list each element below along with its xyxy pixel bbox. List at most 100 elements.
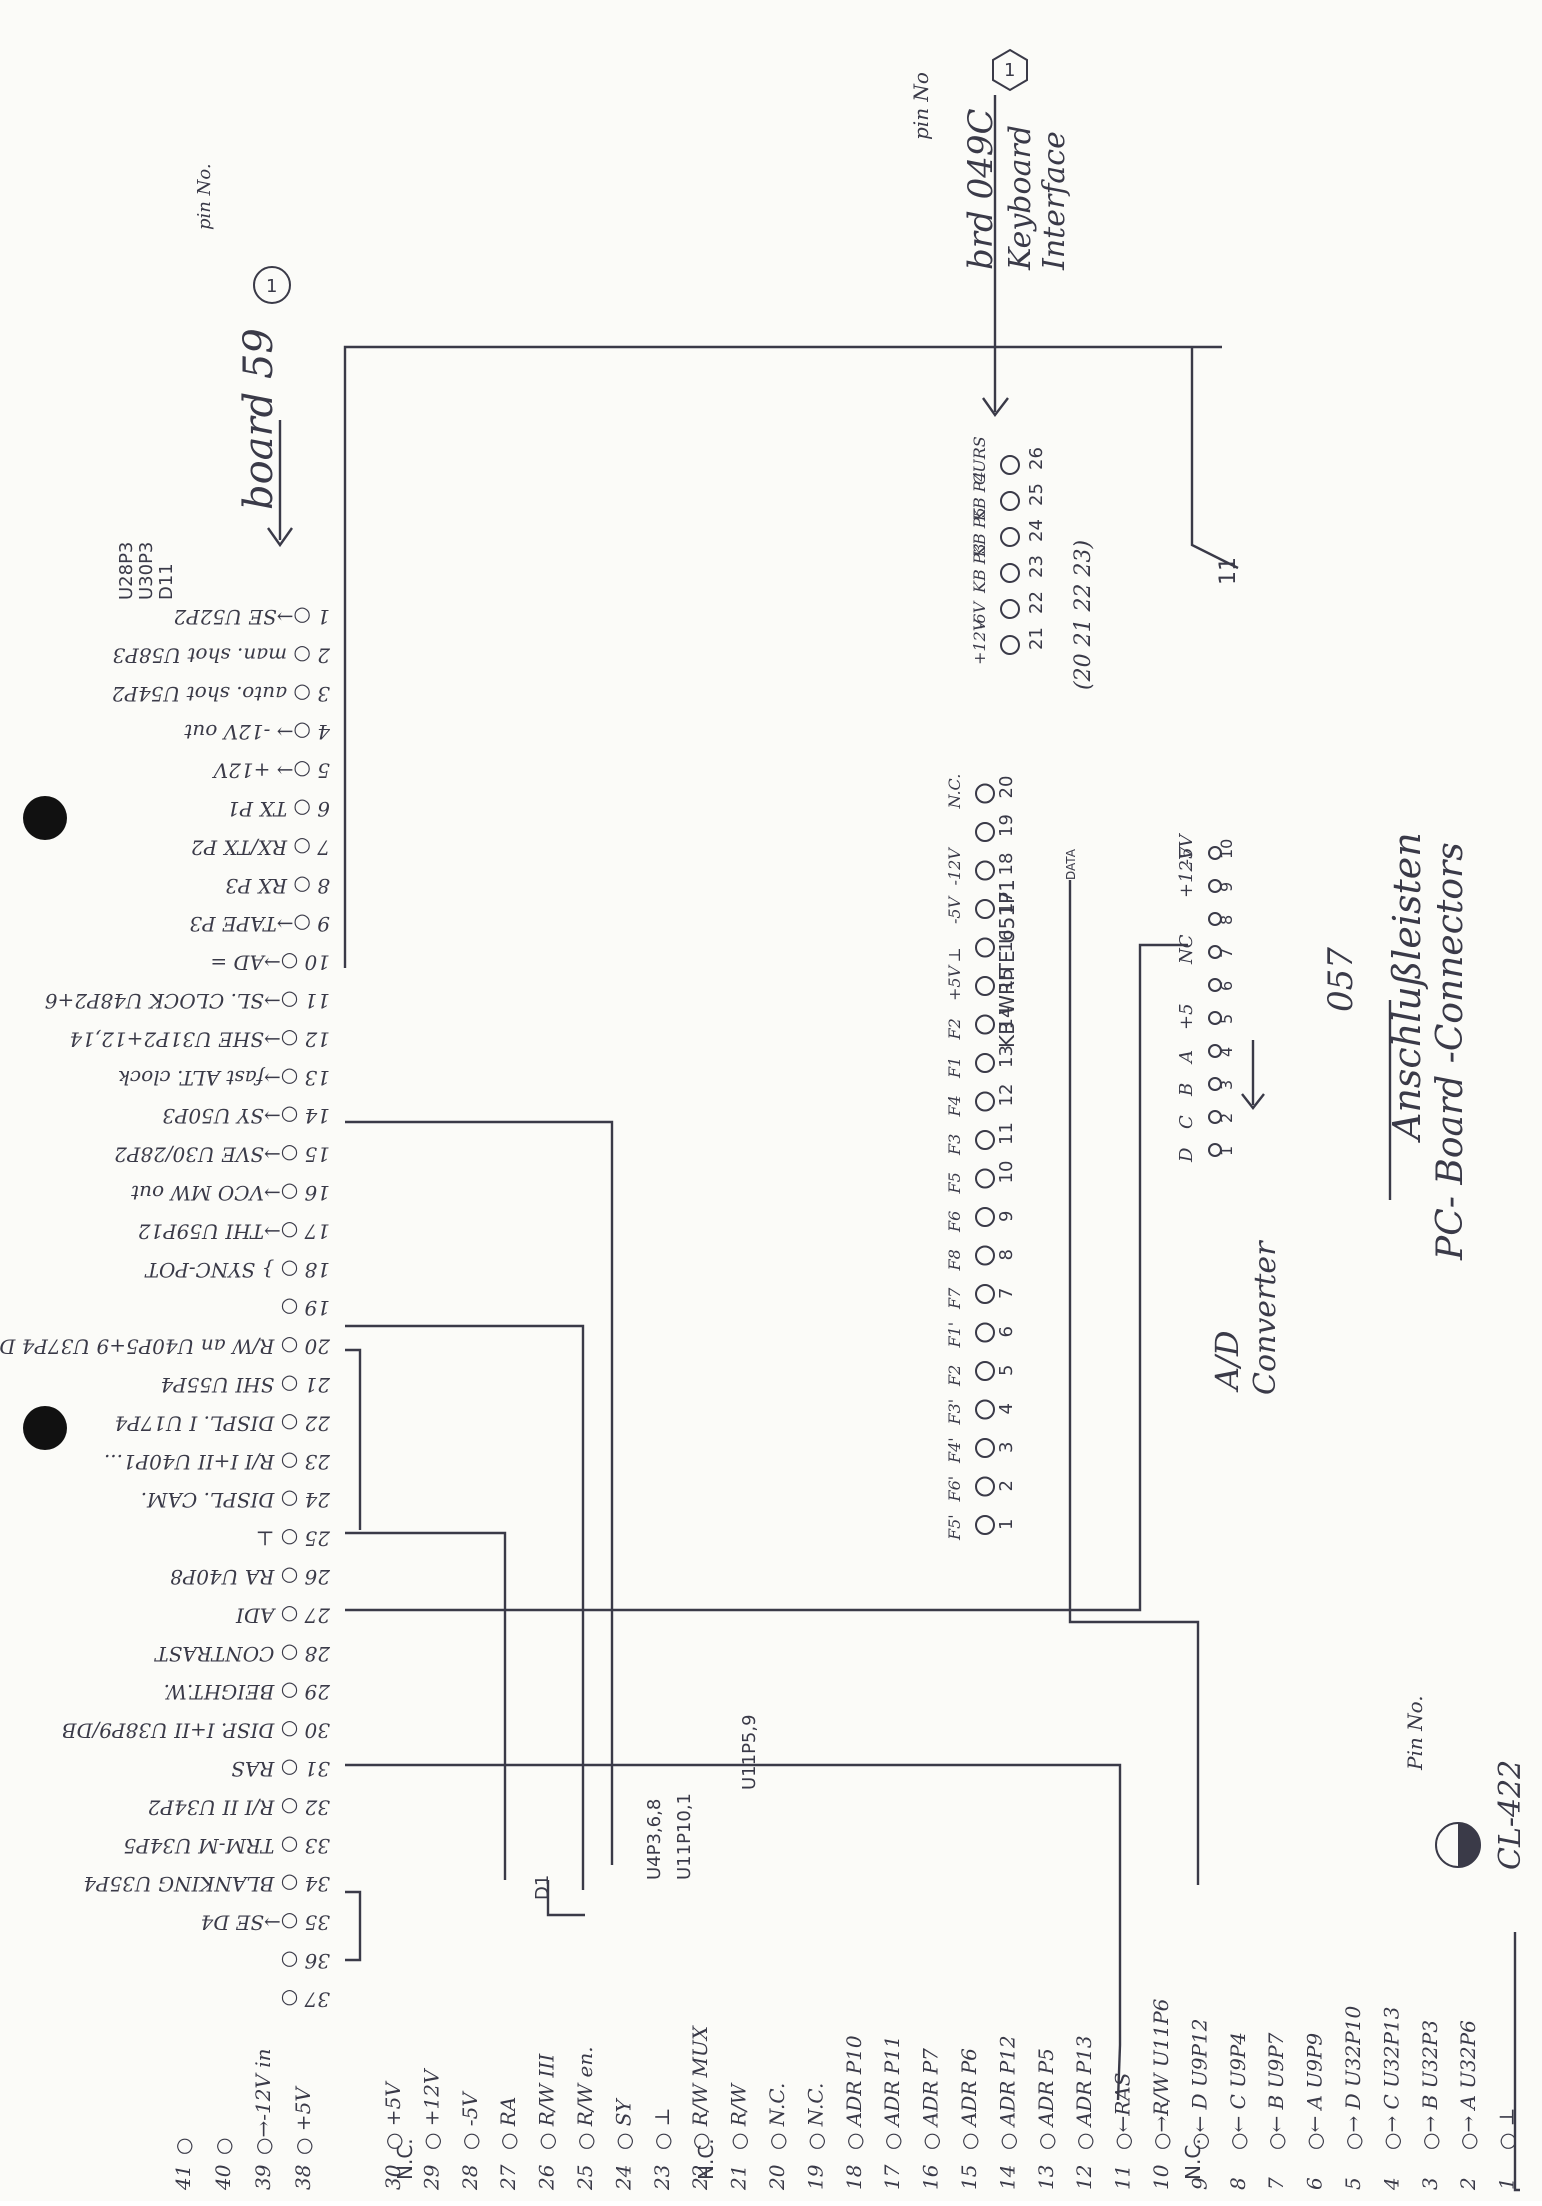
kb-pin-12 bbox=[975, 1091, 995, 1112]
board59-pin-36: 36 ○ bbox=[281, 1949, 330, 1973]
cl-right-num-6: 6 bbox=[1303, 2177, 1327, 2190]
title-de: Anschlußleisten bbox=[1385, 832, 1429, 1143]
kb-pin-9 bbox=[975, 1207, 995, 1227]
kb-pin-num-8: 8 bbox=[996, 1249, 1017, 1260]
cl-right-pin-22: ○ R/W MUX bbox=[688, 2025, 712, 2150]
ad-pin-num-4: 4 bbox=[1217, 1047, 1236, 1057]
board59-pin-15: 15 ○→SVE U30/28P2 bbox=[114, 1143, 330, 1167]
board59-pin-17: 17 ○→THI U59P12 bbox=[138, 1219, 330, 1243]
kb-func-label-1: F5' bbox=[945, 1514, 964, 1541]
kb-pin-11 bbox=[975, 1130, 995, 1150]
kb-func-label-11: F3 bbox=[945, 1134, 964, 1156]
ad-pin-num-6: 6 bbox=[1217, 981, 1236, 991]
cl-right-pin-5: ○→ D U32P10 bbox=[1341, 2006, 1365, 2150]
ad-pin-letter-4: A bbox=[1176, 1050, 1197, 1065]
kb-pin-20 bbox=[975, 783, 995, 804]
cl-d1: D1 bbox=[532, 1875, 553, 1900]
kb-func-label-16: ⊥ bbox=[945, 947, 964, 962]
kb-func-label-4: F3' bbox=[945, 1399, 964, 1426]
cl-left-num-39: 39 bbox=[251, 2164, 275, 2190]
board59-pin-23: 23 ○ R/I I+II U40P1... bbox=[104, 1450, 331, 1474]
kb-func-label-6: F1' bbox=[945, 1322, 964, 1349]
kb-pin-num-15: 15 bbox=[996, 968, 1017, 991]
cl-right-num-4: 4 bbox=[1379, 2177, 1403, 2191]
board59-pin-34: 34 ○ BLANKING U35P4 bbox=[83, 1872, 330, 1896]
cl-left-pin-41: ○ bbox=[171, 2138, 195, 2155]
arrow-board59 bbox=[267, 527, 293, 548]
kb-pin-8 bbox=[975, 1245, 995, 1266]
board59-pin-14: 14 ○→SY U50P3 bbox=[162, 1104, 330, 1128]
board59-pin-6: 6 ○ TX P1 bbox=[227, 797, 330, 821]
kb-top-pin-26 bbox=[1000, 455, 1020, 475]
b59-extra-1: U28P3 bbox=[116, 542, 137, 600]
cl-right-num-21: 21 bbox=[727, 2165, 751, 2191]
kb-pin-19 bbox=[975, 822, 995, 842]
ad-pin-num-2: 2 bbox=[1217, 1113, 1236, 1123]
arrow-board049 bbox=[982, 397, 1009, 418]
board59-pin-25: 25 ○ ⊥ bbox=[256, 1527, 331, 1551]
kb-pin-3 bbox=[975, 1438, 995, 1458]
cl-right-pin-15: ○ ADR P6 bbox=[957, 2048, 981, 2150]
board59-pin-5: 5 ○→ +12V bbox=[211, 759, 330, 783]
ad-pin-letter-10: -5V bbox=[1176, 832, 1197, 865]
kb-pin-17 bbox=[975, 899, 995, 919]
board59-pin-9: 9 ○→TAPE P3 bbox=[189, 912, 330, 936]
cl-right-num-23: 23 bbox=[650, 2165, 674, 2191]
cl-right-pin-8: ○← C U9P4 bbox=[1226, 2032, 1250, 2150]
cl422-label: CL-422 bbox=[1493, 1760, 1528, 1870]
cl-right-num-20: 20 bbox=[765, 2164, 789, 2191]
cl-right-num-14: 14 bbox=[995, 2165, 1019, 2190]
cl-right-num-2: 2 bbox=[1456, 2177, 1480, 2191]
kb-func-label-17: -5V bbox=[945, 895, 964, 924]
board049-header: brd 049C Keyboard Interface pin No 1 bbox=[909, 48, 1072, 271]
kb-pin-num-17: 17 bbox=[996, 891, 1017, 914]
board59-pin-24: 24 ○ DISPL. CAM. bbox=[141, 1488, 331, 1512]
wire-b59-26 bbox=[345, 1531, 507, 1880]
cl-right-num-18: 18 bbox=[842, 2165, 866, 2190]
kb-top-pin-23 bbox=[1000, 563, 1020, 583]
kb-pin-num-7: 7 bbox=[996, 1288, 1017, 1299]
board59-pin-symbol-num: 1 bbox=[266, 276, 277, 297]
ad-label-1: A/D bbox=[1208, 1330, 1246, 1393]
board049-pin-symbol-num: 1 bbox=[1004, 60, 1015, 81]
cl-right-pin-30: ○ +5V bbox=[381, 2080, 405, 2150]
board59-pin-19: 19 ○ bbox=[281, 1296, 330, 1320]
kb-func-label-15: +5V bbox=[945, 964, 964, 1001]
kb-pin-18 bbox=[975, 860, 995, 881]
ad-pin-num-7: 7 bbox=[1217, 948, 1236, 958]
kb-top-paren: (20 21 22 23) bbox=[1071, 540, 1096, 690]
board59-pin-7: 7 ○ RX/TX P2 bbox=[191, 835, 330, 859]
kb-pin-num-9: 9 bbox=[996, 1211, 1017, 1222]
kb-pin-10 bbox=[975, 1168, 995, 1189]
cl-right-pin-27: ○ RA bbox=[496, 2097, 520, 2150]
board59-pin-33: 33 ○ TRM-M U34P5 bbox=[123, 1834, 330, 1858]
ad-pin-2 bbox=[1208, 1110, 1222, 1124]
kb-top-label-26: CURS bbox=[970, 436, 989, 485]
kb-pin-13 bbox=[975, 1053, 995, 1073]
cl-right-pin-16: ○ ADR P7 bbox=[919, 2048, 943, 2150]
cl-right-pin-28: ○ -5V bbox=[458, 2090, 482, 2150]
cl-right-pin-17: ○ ADR P11 bbox=[880, 2035, 904, 2150]
board59-pin-1: 1 ○→SE U52P2 bbox=[174, 605, 330, 629]
wire-b59-20 bbox=[345, 1324, 585, 1890]
board59-pin-10: 10 ○→AD = bbox=[210, 951, 330, 975]
punch-hole-bottom bbox=[23, 1406, 67, 1450]
wire-conn11 bbox=[1190, 347, 1239, 570]
cl-right-pin-29: ○ +12V bbox=[419, 2067, 443, 2150]
cl-right-num-12: 12 bbox=[1072, 2165, 1096, 2190]
ad-pin-num-5: 5 bbox=[1217, 1014, 1236, 1024]
sheet-title: 057 bbox=[1321, 947, 1361, 1012]
kb-pin-15 bbox=[975, 976, 995, 996]
board59-pin-2: 2 ○ man. shot U58P3 bbox=[113, 643, 331, 667]
cl-mux-note-3: U11P5,9 bbox=[739, 1714, 760, 1790]
ad-pin-num-8: 8 bbox=[1217, 915, 1236, 925]
wire-b59-31 bbox=[345, 1763, 1122, 2045]
ad-pin-9 bbox=[1208, 879, 1222, 893]
cl-left-pin-40: ○ bbox=[211, 2138, 235, 2155]
cl-right-pin-13: ○ ADR P5 bbox=[1034, 2048, 1058, 2150]
ad-pin-7 bbox=[1208, 945, 1222, 959]
cl-right-pin-25: ○ R/W en. bbox=[573, 2046, 597, 2150]
